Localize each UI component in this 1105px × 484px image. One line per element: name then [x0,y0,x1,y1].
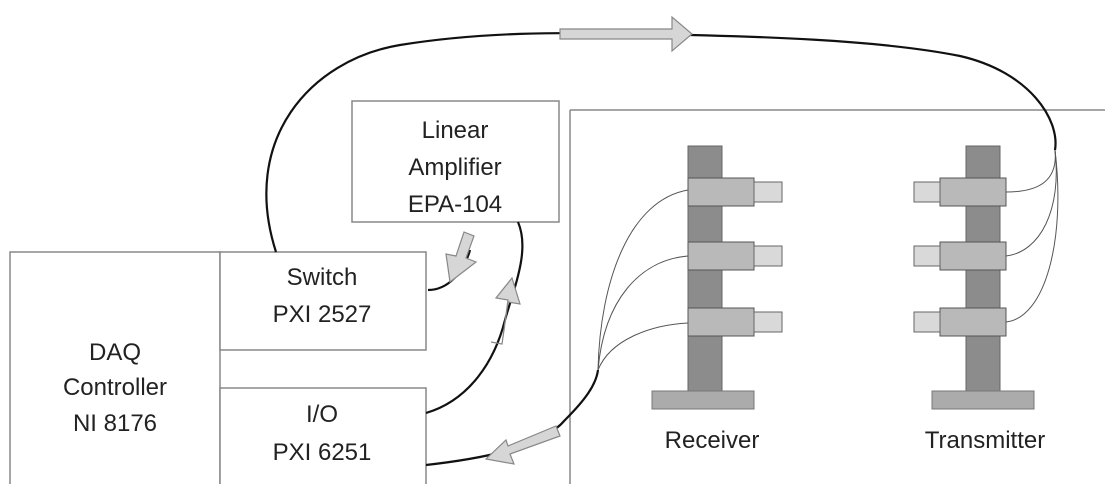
measurement-area-border [569,109,1105,484]
amplifier-label-line1: Linear [422,117,489,144]
amplifier-label-line3: EPA-104 [408,191,502,218]
amplifier-box [351,100,560,223]
switch-box [219,251,427,351]
transmitter-lead-2 [1005,149,1057,257]
receiver-lead-3 [597,322,689,371]
amplifier-label-line2: Amplifier [408,154,501,181]
receiver-lead-2 [597,255,689,371]
transmitter-lead-3 [1005,149,1059,323]
io-label-line1: I/O [306,401,338,428]
daq-label-line2: Controller [63,374,167,401]
daq-controller-box [9,251,221,484]
io-box [219,387,427,484]
transmitter-lead-1 [1005,149,1056,193]
receiver-lead-1 [597,189,689,371]
switch-label-line2: PXI 2527 [273,301,372,328]
io-to-amplifier-cable [425,221,524,415]
signal-flow-arrow-receiver-io [484,425,561,465]
signal-flow-arrow-amp-switch [445,231,478,284]
signal-flow-arrow-io-amp [490,276,521,345]
signal-flow-arrow-top [559,15,693,53]
daq-label-line3: NI 8176 [73,410,157,437]
daq-label-line1: DAQ [89,339,141,366]
receiver-label: Receiver [665,427,760,454]
switch-label-line1: Switch [287,264,358,291]
transmitter-label: Transmitter [925,427,1045,454]
receiver-antenna-stand [651,145,783,410]
transmitter-antenna-stand [913,145,1035,410]
io-label-line2: PXI 6251 [273,439,372,466]
